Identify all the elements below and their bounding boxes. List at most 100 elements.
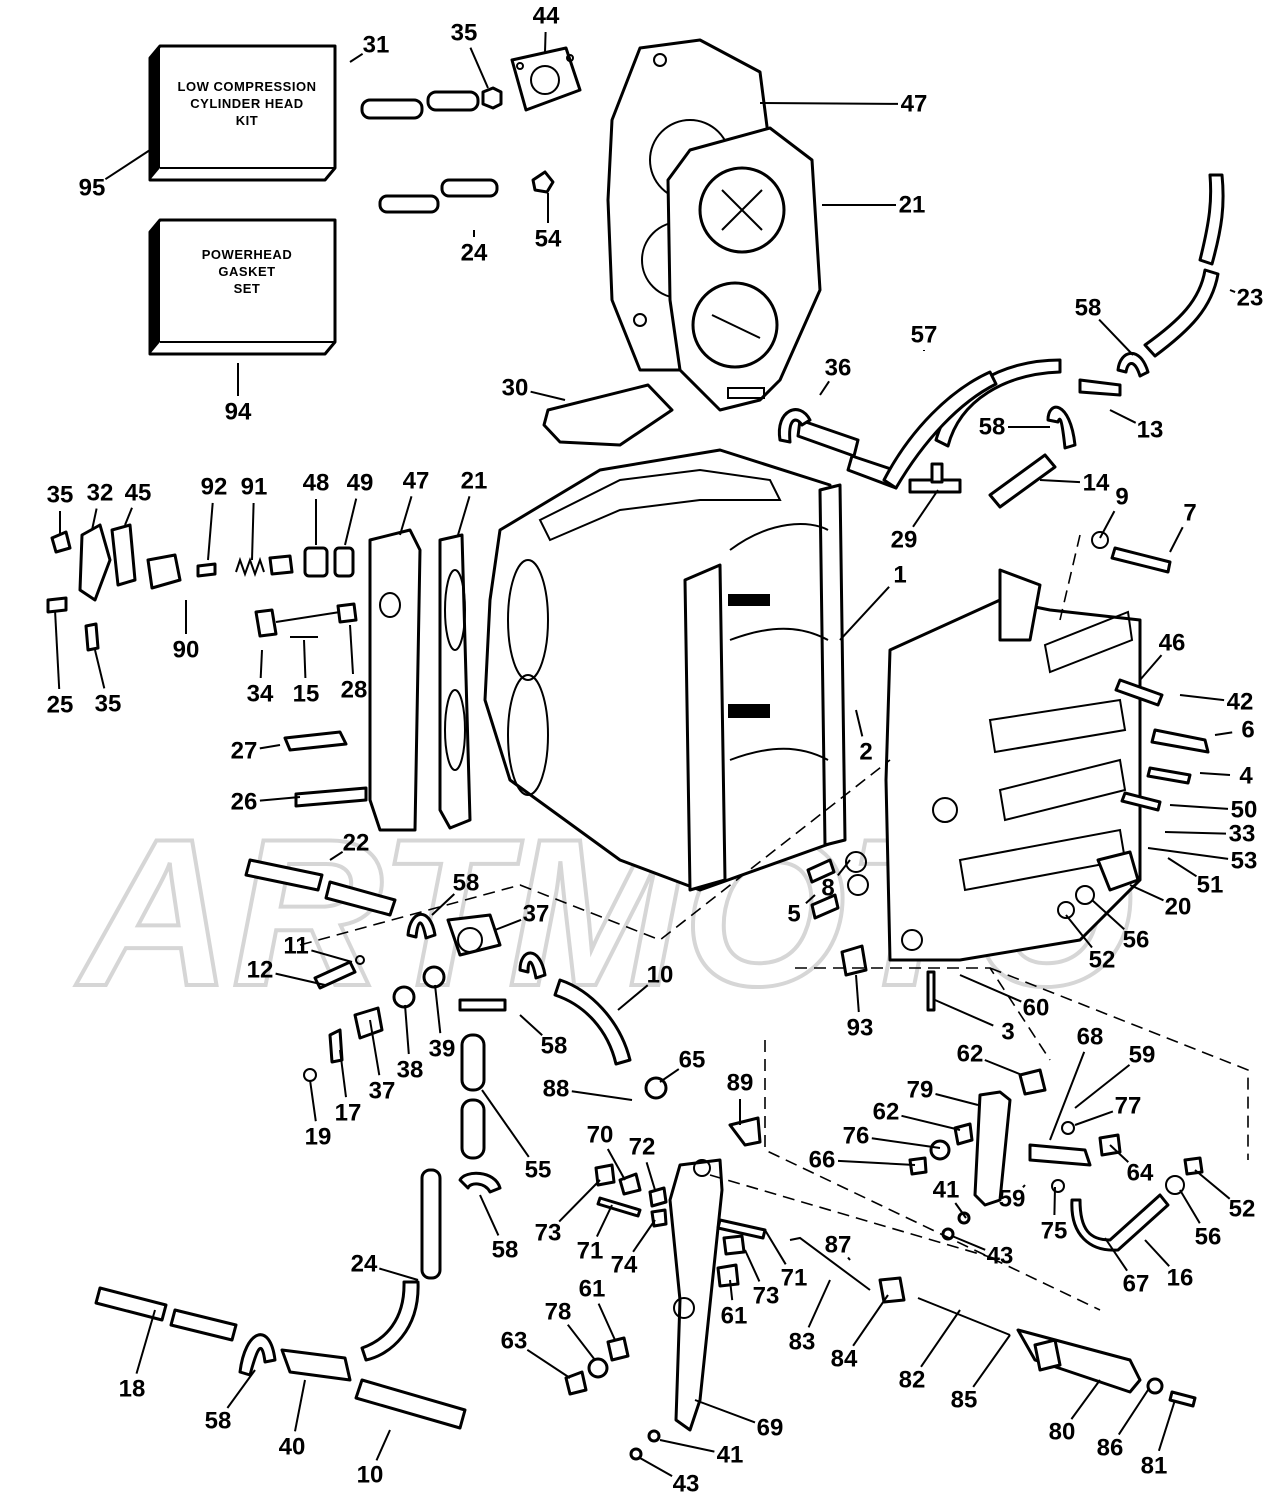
part-callout-83: 83 <box>789 1329 816 1356</box>
leader-line-22 <box>329 850 344 861</box>
leader-line-93 <box>855 974 860 1013</box>
part-callout-58: 58 <box>541 1033 568 1060</box>
part-callout-73: 73 <box>753 1283 780 1310</box>
part-callout-38: 38 <box>397 1057 424 1084</box>
part-callout-24: 24 <box>351 1251 378 1278</box>
part-callout-95: 95 <box>79 175 106 202</box>
hoses-right-top <box>777 173 1225 509</box>
part-callout-2: 2 <box>859 739 872 766</box>
part-callout-32: 32 <box>87 480 114 507</box>
part-callout-34: 34 <box>247 681 274 708</box>
leader-line-85 <box>972 1334 1011 1388</box>
kit-box-line: KIT <box>236 113 258 128</box>
leader-line-2 <box>855 709 864 737</box>
leader-line-40 <box>294 1379 306 1432</box>
part-callout-39: 39 <box>429 1036 456 1063</box>
part-callout-90: 90 <box>173 637 200 664</box>
leader-line-83 <box>807 1279 831 1328</box>
part-callout-89: 89 <box>727 1070 754 1097</box>
leader-line-34 <box>259 649 263 679</box>
bolts-right <box>806 531 1210 1012</box>
thermostat-cover <box>510 46 582 112</box>
part-callout-58: 58 <box>1075 295 1102 322</box>
part-callout-43: 43 <box>987 1243 1014 1270</box>
leader-line-10 <box>617 984 649 1011</box>
leader-line-6 <box>1214 731 1233 736</box>
kit-box-line: CYLINDER HEAD <box>190 96 303 111</box>
part-callout-31: 31 <box>363 32 390 59</box>
part-callout-26: 26 <box>231 789 258 816</box>
part-callout-68: 68 <box>1077 1024 1104 1051</box>
leader-line-24 <box>379 1267 419 1281</box>
leader-line-75 <box>1053 1186 1056 1216</box>
leader-line-62 <box>984 1059 1023 1076</box>
part-callout-9: 9 <box>1115 484 1128 511</box>
part-callout-79: 79 <box>907 1077 934 1104</box>
part-callout-76: 76 <box>843 1123 870 1150</box>
part-callout-44: 44 <box>533 3 560 30</box>
cover-gasket <box>542 383 674 447</box>
part-callout-7: 7 <box>1183 500 1196 527</box>
leader-line-56 <box>1091 899 1125 930</box>
leader-line-61 <box>729 1279 734 1301</box>
part-callout-69: 69 <box>757 1415 784 1442</box>
part-callout-43: 43 <box>673 1471 700 1498</box>
part-callout-80: 80 <box>1049 1419 1076 1446</box>
part-callout-30: 30 <box>502 375 529 402</box>
part-callout-37: 37 <box>523 901 550 928</box>
leader-line-78 <box>567 1324 596 1361</box>
leader-line-88 <box>571 1090 633 1101</box>
part-callout-24: 24 <box>461 240 488 267</box>
part-callout-33: 33 <box>1229 821 1256 848</box>
part-callout-56: 56 <box>1123 927 1150 954</box>
leader-line-58 <box>1098 318 1134 356</box>
leader-line-79 <box>935 1093 979 1106</box>
hoses-middle-left <box>244 858 632 1362</box>
leader-line-8 <box>837 859 851 877</box>
part-callout-74: 74 <box>611 1252 638 1279</box>
leader-line-73 <box>744 1249 761 1282</box>
leader-line-15 <box>303 639 307 679</box>
leader-line-10 <box>375 1429 391 1461</box>
leader-line-68 <box>1049 1051 1086 1141</box>
part-callout-59: 59 <box>999 1186 1026 1213</box>
leader-line-27 <box>259 744 281 750</box>
leader-line-43 <box>951 1235 986 1251</box>
leader-line-33 <box>1164 831 1227 835</box>
leader-line-28 <box>349 624 354 675</box>
leader-line-64 <box>1109 1144 1129 1163</box>
part-callout-18: 18 <box>119 1376 146 1403</box>
part-callout-73: 73 <box>535 1220 562 1247</box>
leader-line-37 <box>369 1019 381 1076</box>
part-callout-6: 6 <box>1241 717 1254 744</box>
leader-line-60 <box>959 974 1022 1003</box>
leader-line-58 <box>431 893 455 916</box>
part-callout-60: 60 <box>1023 995 1050 1022</box>
leader-line-4 <box>1199 772 1231 776</box>
head-gasket-top <box>666 126 822 412</box>
part-callout-57: 57 <box>911 322 938 349</box>
leader-line-81 <box>1157 1399 1176 1452</box>
part-callout-27: 27 <box>231 738 258 765</box>
part-callout-65: 65 <box>679 1047 706 1074</box>
leader-line-47 <box>399 496 413 536</box>
kit-box-line: SET <box>234 281 261 296</box>
kit-box-line: POWERHEAD <box>202 247 292 262</box>
part-callout-46: 46 <box>1159 630 1186 657</box>
hoses-bottom-left <box>94 1286 467 1430</box>
leader-line-44 <box>544 31 547 53</box>
part-callout-86: 86 <box>1097 1435 1124 1462</box>
leader-line-58 <box>519 1014 543 1036</box>
part-callout-54: 54 <box>535 226 562 253</box>
part-callout-29: 29 <box>891 527 918 554</box>
leader-line-31 <box>349 52 364 63</box>
leader-line-86 <box>1117 1389 1149 1436</box>
kit-box-line: GASKET <box>218 264 275 279</box>
part-callout-52: 52 <box>1229 1196 1256 1223</box>
cylinder-block <box>483 448 847 892</box>
part-callout-25: 25 <box>47 692 74 719</box>
part-callout-35: 35 <box>451 20 478 47</box>
leader-line-18 <box>135 1309 156 1374</box>
